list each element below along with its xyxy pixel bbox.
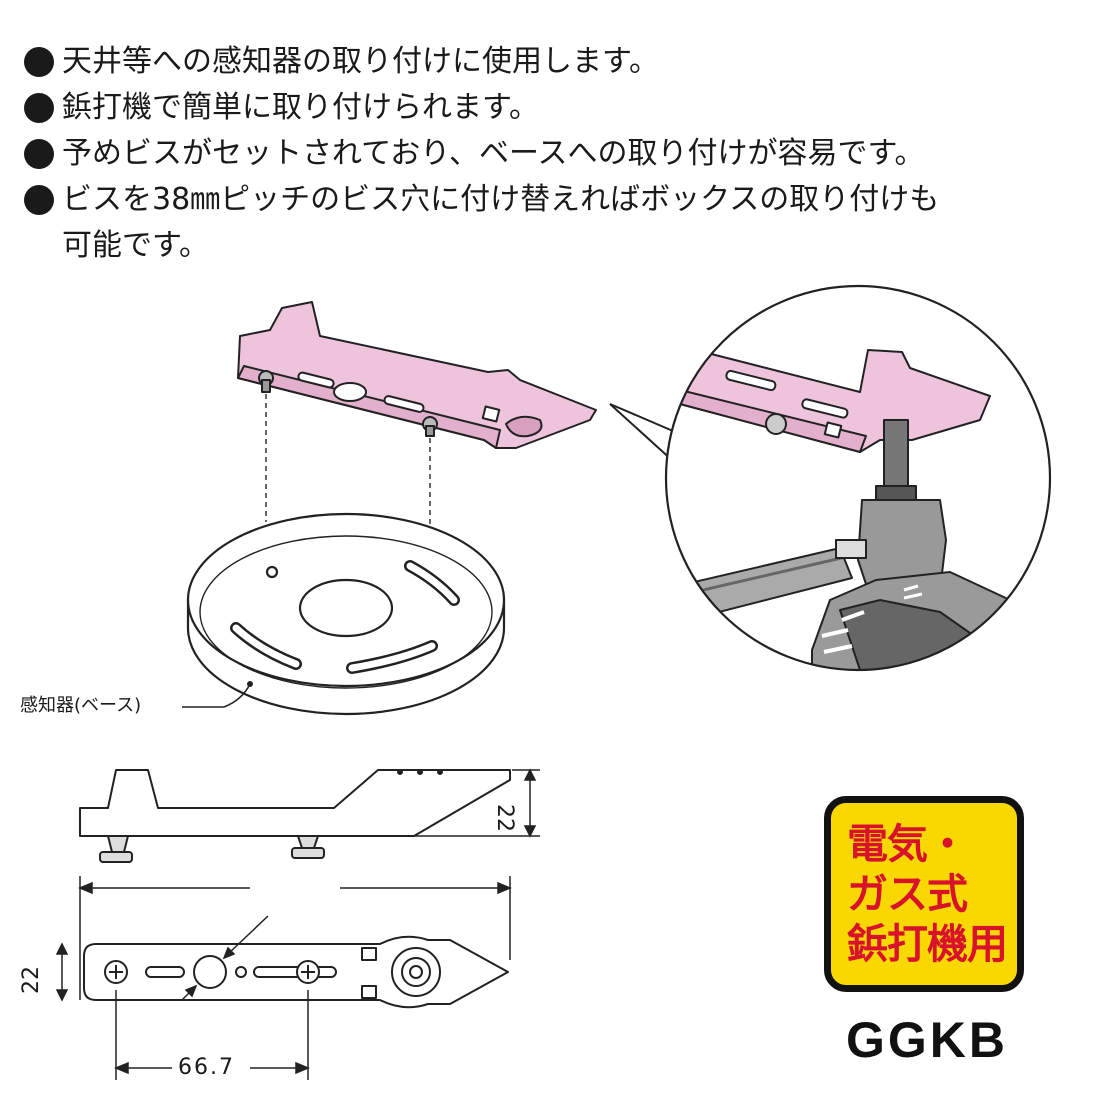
side-height-dimension xyxy=(414,768,540,838)
caption-leader xyxy=(182,681,253,708)
usage-badge: 電気・ ガス式 鋲打機用 xyxy=(824,796,1024,992)
pitch-dimension xyxy=(114,990,310,1080)
zoom-callout xyxy=(609,284,1052,672)
badge-line: 電気・ xyxy=(847,820,968,868)
side-view xyxy=(79,769,511,863)
bullet-icon xyxy=(24,47,54,77)
feature-list: 天井等への感知器の取り付けに使用します。 鋲打機で簡単に取り付けられます。 予め… xyxy=(24,40,1094,268)
feature-item: 鋲打機で簡単に取り付けられます。 xyxy=(24,86,1094,130)
feature-item: 予めビスがセットされており、ベースへの取り付けが容易です。 xyxy=(24,132,1094,176)
feature-item: ビスを38㎜ピッチのビス穴に付け替えればボックスの取り付けも xyxy=(24,178,1094,222)
feature-text: 鋲打機で簡単に取り付けられます。 xyxy=(62,90,539,125)
badge-line: ガス式 xyxy=(847,870,968,918)
bullet-icon xyxy=(24,93,54,123)
bullet-icon xyxy=(24,185,54,215)
front-view xyxy=(83,935,509,1009)
length-dimension xyxy=(78,876,512,1000)
badge-line: 鋲打機用 xyxy=(847,920,1008,968)
model-number: GGKB xyxy=(846,1012,1008,1068)
detector-base xyxy=(186,512,506,716)
feature-text: 予めビスがセットされており、ベースへの取り付けが容易です。 xyxy=(62,136,925,171)
hole-leader xyxy=(181,915,269,1001)
front-height-label: 22 xyxy=(19,966,44,994)
feature-item: 天井等への感知器の取り付けに使用します。 xyxy=(24,40,1094,84)
feature-text: ビスを38㎜ピッチのビス穴に付け替えればボックスの取り付けも xyxy=(62,182,940,217)
usage-badge-inner: 電気・ ガス式 鋲打機用 xyxy=(841,813,1008,975)
pitch-label: 66.7 xyxy=(178,1055,235,1080)
bracket-isometric xyxy=(237,301,597,449)
feature-text-continuation: 可能です。 xyxy=(62,228,209,263)
front-height-dimension xyxy=(55,942,69,1002)
feature-text: 天井等への感知器の取り付けに使用します。 xyxy=(62,44,659,79)
guide-lines xyxy=(265,394,431,526)
base-caption: 感知器(ベース) xyxy=(20,695,142,716)
bullet-icon xyxy=(24,139,54,169)
side-height-label: 22 xyxy=(492,804,517,832)
